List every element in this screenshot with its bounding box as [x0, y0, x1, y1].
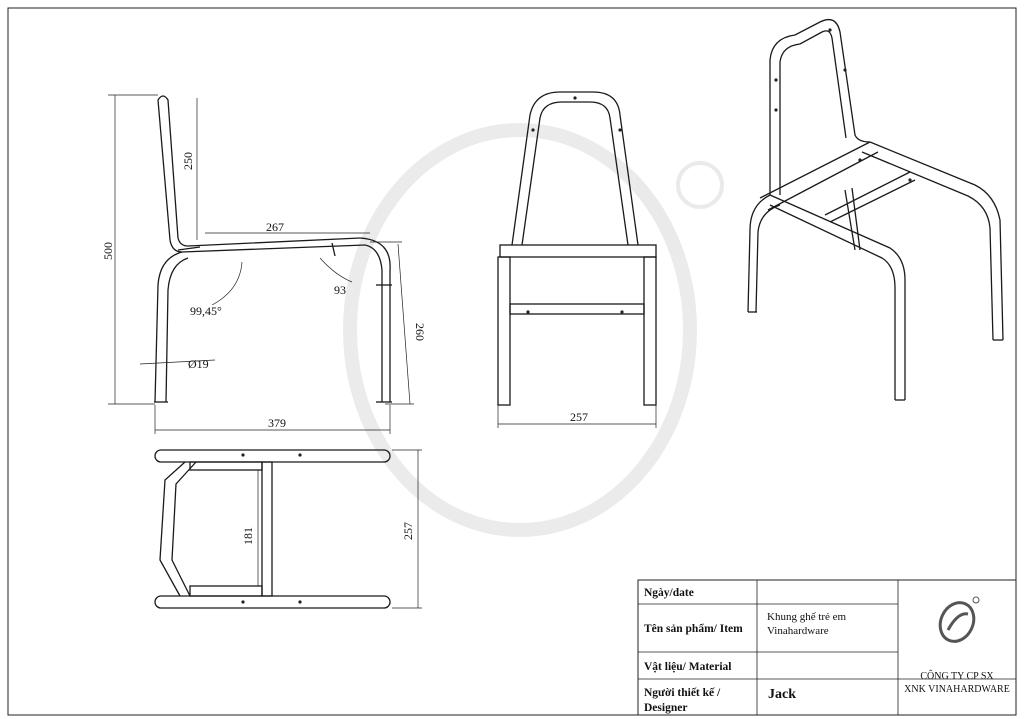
dim-top-inner: 181	[241, 527, 255, 545]
dim-back-height: 250	[181, 152, 195, 170]
dim-tube-diameter: Ø19	[188, 357, 209, 371]
dim-seat-angle: 99,45°	[190, 304, 222, 318]
dim-front-width: 257	[570, 410, 588, 424]
designer-value: Jack	[768, 687, 796, 702]
company-line2: XNK VINAHARDWARE	[904, 684, 1010, 695]
sheet-border	[7, 7, 1017, 716]
designer-label-line1: Người thiết kế /	[644, 686, 721, 699]
dim-leg-angle: 93	[334, 283, 346, 297]
vinahardware-logo-icon	[938, 596, 980, 643]
dim-side-height: 500	[101, 242, 115, 260]
date-label: Ngày/date	[644, 587, 694, 599]
designer-label-line2: Designer	[644, 702, 687, 714]
dim-seat-depth: 267	[266, 220, 284, 234]
top-view	[154, 449, 422, 609]
item-label: Tên sản phẩm/ Item	[644, 622, 743, 635]
dim-front-height: 260	[413, 323, 427, 341]
title-block	[637, 579, 1017, 716]
isometric-view	[747, 18, 1004, 401]
company-line1: CÔNG TY CP SX	[920, 670, 994, 682]
dim-top-width: 257	[401, 522, 415, 540]
item-value-line2: Vinahardware	[767, 625, 829, 637]
front-view	[497, 91, 657, 428]
side-view	[108, 94, 414, 434]
item-value-line1: Khung ghế trẻ em	[767, 611, 847, 623]
dim-base-depth: 379	[268, 416, 286, 430]
material-label: Vật liệu/ Material	[644, 661, 732, 673]
watermark-logo	[343, 123, 724, 537]
